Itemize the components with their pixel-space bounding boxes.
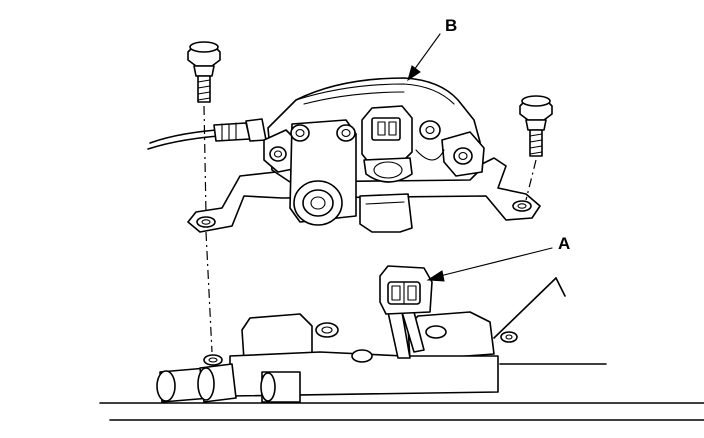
mounting-bolt-right (519, 95, 553, 157)
connector-a (379, 265, 433, 359)
throttle-cable (147, 118, 267, 150)
callout-label-b: B (445, 16, 457, 35)
leader-line-a (426, 247, 553, 282)
alignment-line-left-lower (205, 231, 213, 353)
component-b-housing (187, 77, 541, 233)
alignment-line-right (525, 159, 537, 201)
leader-line-b (407, 33, 441, 82)
mounting-bolt-left (187, 41, 221, 103)
engine-base-section (99, 277, 704, 421)
callout-label-a: A (558, 234, 570, 253)
alignment-line-left-upper (203, 105, 207, 215)
